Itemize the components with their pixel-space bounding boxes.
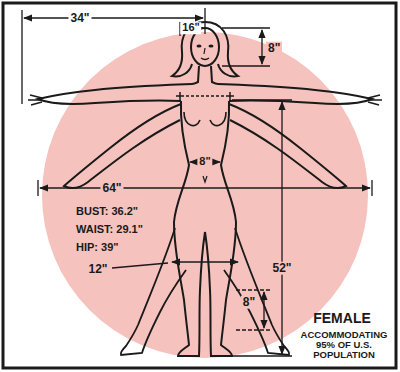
- measurement-label: BUST: 36.2": [74, 206, 140, 218]
- dimension-label: 8": [241, 296, 257, 309]
- dimension-label: 16": [180, 22, 201, 34]
- measurement-label: WAIST: 29.1": [74, 224, 145, 236]
- frame: [3, 3, 396, 368]
- dimension-label: 34": [68, 12, 91, 25]
- caption-note: ACCOMMODATING 95% OF U.S. POPULATION: [292, 330, 396, 360]
- dimension-label: 8": [197, 156, 212, 168]
- figure-title: FEMALE: [311, 311, 373, 326]
- dimension-label: 12": [86, 263, 109, 276]
- dimension-label: 8": [266, 42, 282, 55]
- pink-circle: [42, 32, 368, 358]
- dimension-label: 52": [270, 262, 293, 275]
- dimension-label: 64": [100, 182, 123, 195]
- measurement-label: HIP: 39": [74, 242, 121, 254]
